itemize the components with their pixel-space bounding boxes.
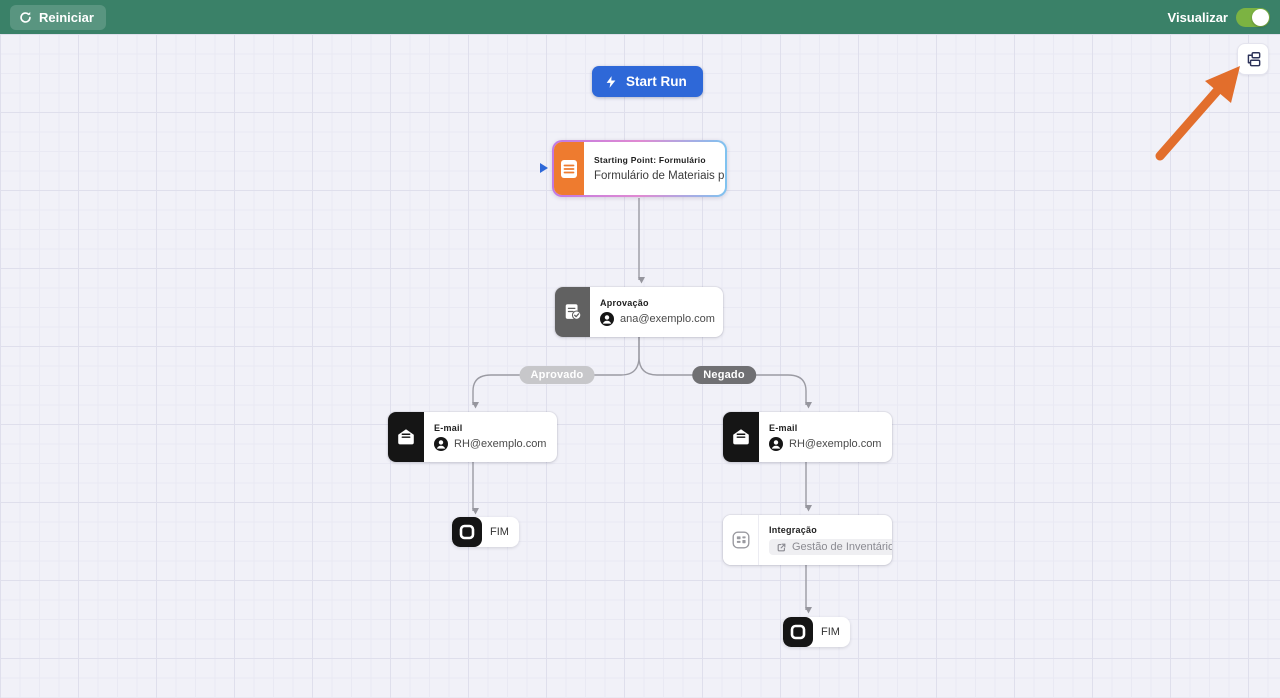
end-icon	[783, 617, 813, 647]
end-label: FIM	[490, 526, 509, 538]
node-end-denied[interactable]: FIM	[783, 617, 850, 647]
person-icon	[600, 312, 614, 326]
node-title: E-mail	[769, 423, 798, 433]
node-email-denied[interactable]: E-mail RH@exemplo.com	[723, 412, 892, 462]
end-label: FIM	[821, 626, 840, 638]
connector-lines	[472, 198, 812, 614]
workflow-canvas[interactable]: Start Run Starting Point: Formulário For	[0, 34, 1280, 698]
node-title: Starting Point: Formulário	[594, 155, 706, 165]
annotation-arrow	[1155, 66, 1240, 161]
assignee-email: RH@exemplo.com	[789, 438, 882, 450]
approval-icon	[555, 287, 590, 337]
refresh-icon	[19, 11, 32, 24]
start-run-label: Start Run	[626, 74, 687, 89]
email-icon	[723, 412, 759, 462]
assignee-email: ana@exemplo.com	[620, 313, 715, 325]
end-icon	[452, 517, 482, 547]
branch-label-denied: Negado	[692, 366, 756, 384]
node-approval[interactable]: Aprovação ana@exemplo.com	[555, 287, 723, 337]
assignee-email: RH@exemplo.com	[454, 438, 547, 450]
restart-label: Reiniciar	[39, 9, 94, 25]
form-icon	[554, 142, 584, 195]
lightning-bolt-icon	[604, 75, 618, 89]
toggle-knob	[1252, 8, 1269, 26]
topbar: Reiniciar Visualizar	[0, 0, 1280, 34]
auto-layout-button[interactable]	[1237, 43, 1269, 75]
person-icon	[434, 437, 448, 451]
node-email-approved[interactable]: E-mail RH@exemplo.com	[388, 412, 557, 462]
preview-toggle-group: Visualizar	[1167, 7, 1270, 27]
start-run-button[interactable]: Start Run	[592, 66, 703, 97]
current-step-play-icon	[540, 163, 548, 173]
external-link-icon	[776, 542, 787, 553]
preview-label: Visualizar	[1167, 9, 1228, 25]
integration-target: Gestão de Inventário	[792, 541, 892, 553]
node-title: Aprovação	[600, 298, 649, 308]
node-end-approved[interactable]: FIM	[452, 517, 519, 547]
email-icon	[388, 412, 424, 462]
node-subtitle: Formulário de Materiais p.	[594, 170, 725, 182]
integration-target-chip[interactable]: Gestão de Inventário	[769, 539, 892, 555]
node-start-form[interactable]: Starting Point: Formulário Formulário de…	[552, 140, 727, 197]
preview-toggle[interactable]	[1236, 7, 1270, 27]
node-title: Integração	[769, 525, 818, 535]
sitemap-icon	[1243, 49, 1263, 69]
node-title: E-mail	[434, 423, 463, 433]
integration-icon	[723, 515, 759, 565]
branch-label-approved: Aprovado	[519, 366, 595, 384]
node-integration[interactable]: Integração Gestão de Inventário	[723, 515, 892, 565]
person-icon	[769, 437, 783, 451]
restart-button[interactable]: Reiniciar	[10, 4, 106, 30]
